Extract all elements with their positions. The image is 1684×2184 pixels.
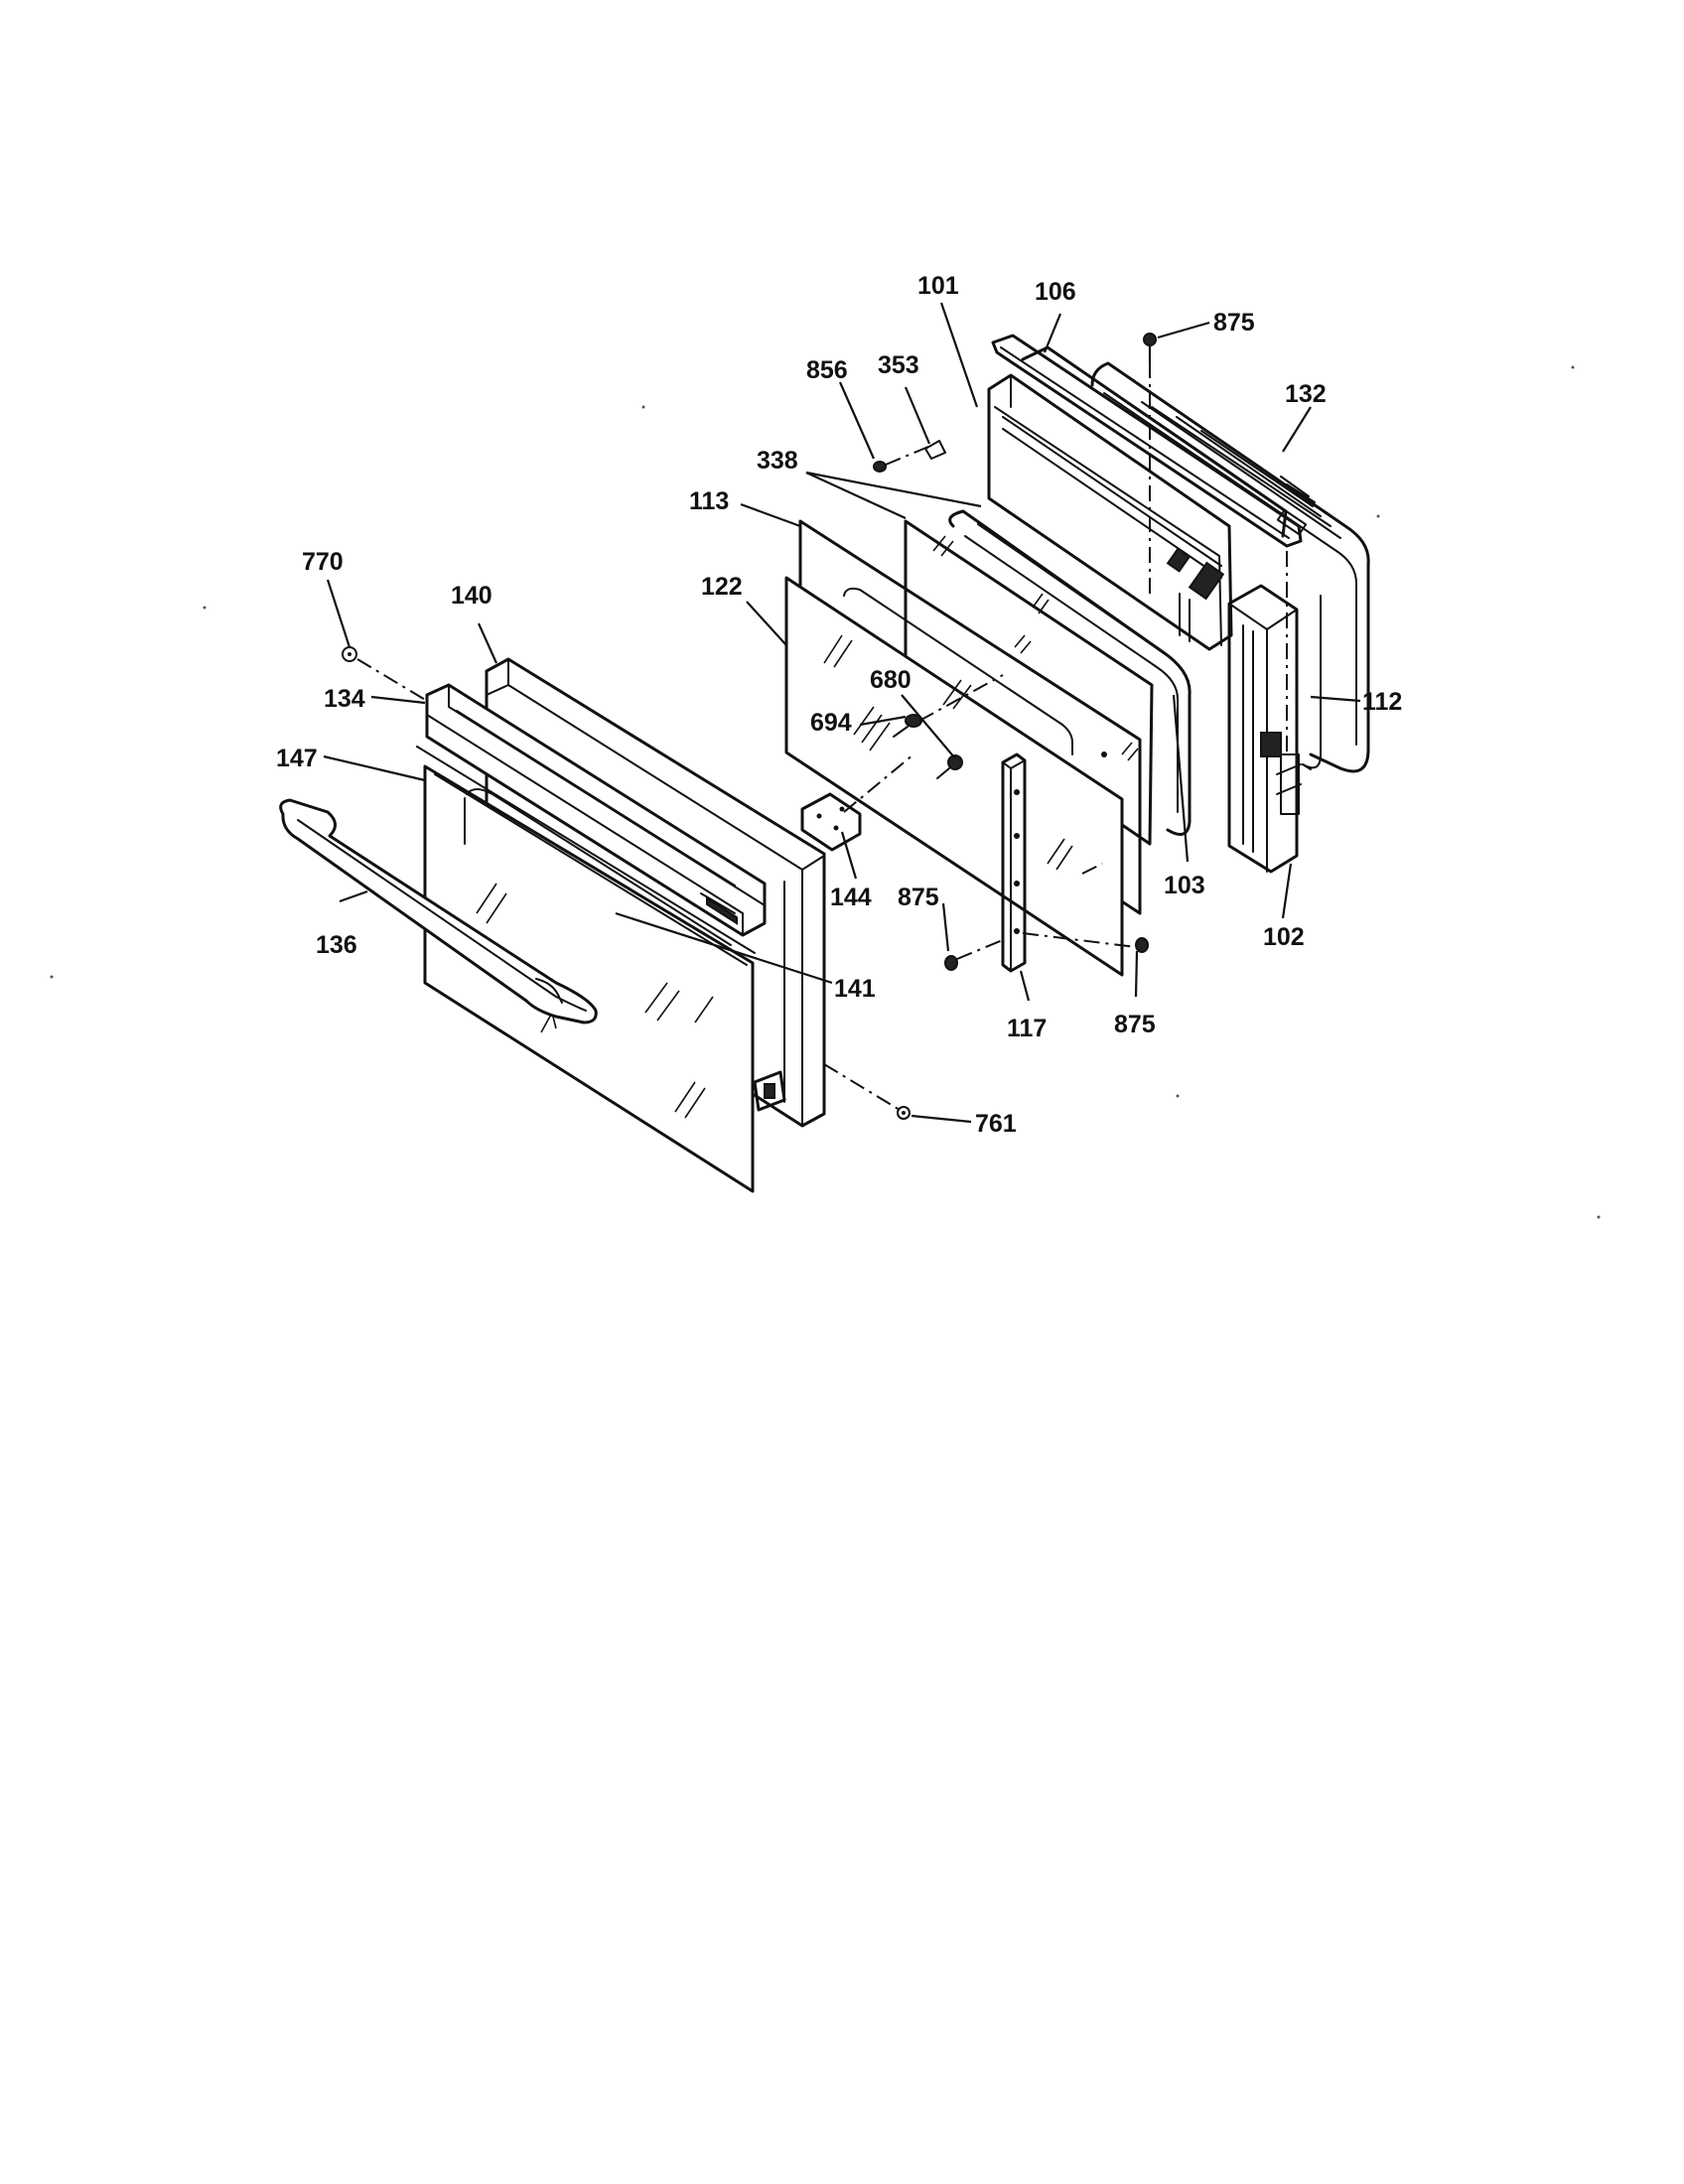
callout-761: 761 <box>975 1110 1017 1138</box>
callout-680: 680 <box>870 666 912 694</box>
callout-136: 136 <box>316 931 357 959</box>
callout-694: 694 <box>810 709 852 737</box>
top-channel-106 <box>991 334 1308 548</box>
callout-122: 122 <box>701 573 743 601</box>
door-liner-gasket-132 <box>1090 361 1370 773</box>
side-bracket-102 <box>1227 584 1302 874</box>
door-hinge-insulation-103 <box>948 509 1192 836</box>
callout-101: 101 <box>917 272 959 300</box>
screw-875-right <box>1135 937 1149 953</box>
callout-132: 132 <box>1285 380 1327 408</box>
callout-875-right: 875 <box>1114 1011 1156 1038</box>
screw-875-left <box>944 955 958 971</box>
callout-353: 353 <box>878 351 919 379</box>
hinge-plate-144 <box>800 792 862 852</box>
screw-761 <box>897 1106 911 1120</box>
top-trim-134 <box>425 683 767 937</box>
callout-875-top: 875 <box>1213 309 1255 337</box>
callout-labels: 101 106 875 856 353 132 338 113 770 140 … <box>276 272 1402 1138</box>
callout-140: 140 <box>451 582 492 610</box>
screw-875-top <box>1143 333 1157 362</box>
inner-glass-338 <box>904 519 1154 846</box>
callout-112: 112 <box>1362 688 1402 716</box>
window-glass-122 <box>784 576 1124 977</box>
callout-141: 141 <box>834 975 876 1003</box>
inner-door-panel-101 <box>987 345 1288 651</box>
screw-680 <box>936 754 963 779</box>
callout-338: 338 <box>757 447 798 475</box>
callout-106: 106 <box>1035 278 1076 306</box>
clip-353 <box>924 440 946 460</box>
screw-770 <box>342 646 357 662</box>
callout-875-left: 875 <box>898 884 939 911</box>
assembly-lines <box>356 362 1288 1111</box>
door-handle-136 <box>279 798 598 1024</box>
scan-specks <box>50 365 1601 1219</box>
callout-117: 117 <box>1007 1015 1047 1042</box>
callout-147: 147 <box>276 745 318 772</box>
leader-lines <box>323 302 1361 1124</box>
callout-113: 113 <box>689 487 729 515</box>
callout-856: 856 <box>806 356 848 384</box>
gasket-112 <box>1302 595 1322 770</box>
callout-102: 102 <box>1263 923 1305 951</box>
vertical-bracket-117 <box>1001 752 1027 973</box>
callout-144: 144 <box>830 884 872 911</box>
callout-134: 134 <box>324 685 365 713</box>
callout-103: 103 <box>1164 872 1205 899</box>
callout-770: 770 <box>302 548 344 576</box>
screw-856 <box>873 461 887 473</box>
